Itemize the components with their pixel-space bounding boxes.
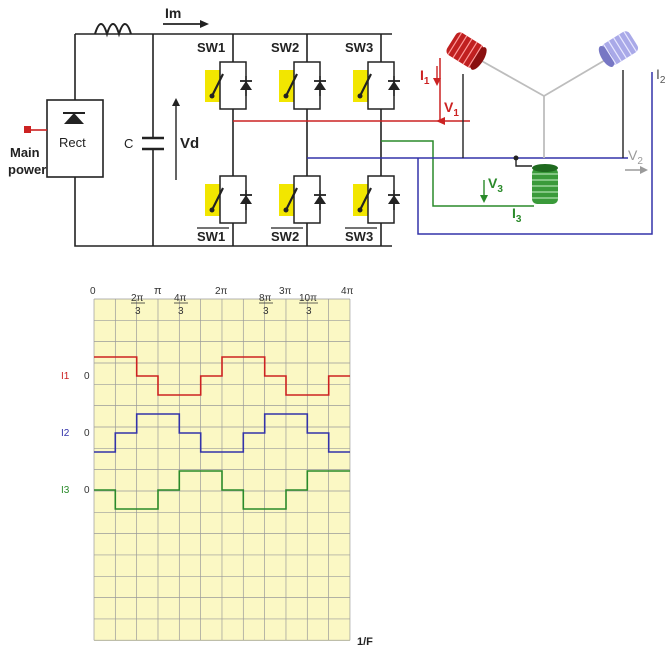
rectifier: Rect <box>46 99 104 178</box>
switch-module-3-bottom <box>353 175 400 224</box>
dc-bus-bottom-wire <box>74 177 392 247</box>
im-label: Im <box>165 5 181 21</box>
sw1-label-bottom: SW1 <box>197 229 225 244</box>
inverter-circuit <box>74 23 392 247</box>
tick-pi: π <box>154 285 162 297</box>
frac-tick-4pi-3: 4π 3 <box>174 293 188 317</box>
main-power-terminal <box>24 126 31 133</box>
vd-label: Vd <box>180 135 199 152</box>
row-zero-i2: 0 <box>84 428 90 439</box>
waveform-grid <box>93 298 351 641</box>
switch-module-2-top <box>279 61 326 110</box>
phase3-output-wire <box>381 140 534 207</box>
v1-label: V1 <box>444 99 459 119</box>
x-axis-label: 1/F <box>357 636 373 648</box>
sw2-label-bottom: SW2 <box>271 229 299 244</box>
phase2-coil <box>598 31 639 67</box>
row-label-i3: I3 <box>61 485 70 496</box>
sw3-label-bottom: SW3 <box>345 229 373 244</box>
frac-tick-numerator: 2π <box>131 293 144 304</box>
capacitor: C <box>124 136 164 151</box>
frac-tick-numerator: 10π <box>299 293 317 304</box>
waveform-trace-i2 <box>94 413 350 453</box>
tick-zero: 0 <box>90 286 96 297</box>
tick-two-pi: 2π <box>215 286 228 297</box>
sw1-label-top: SW1 <box>197 40 225 55</box>
inductor-coil <box>94 23 132 38</box>
frac-tick-2pi-3: 2π 3 <box>131 293 145 317</box>
main-power-label-line1: Main <box>10 145 40 160</box>
switch-module-1-top <box>205 61 252 110</box>
tick-four-pi: 4π <box>341 286 354 297</box>
row-label-i1: I1 <box>61 371 70 382</box>
capacitor-label: C <box>124 136 133 151</box>
tick-three-pi: 3π <box>279 286 292 297</box>
main-power-label-line2: power <box>8 162 46 177</box>
frac-tick-10pi-3: 10π 3 <box>299 293 318 317</box>
waveform-trace-i1 <box>94 356 350 396</box>
phase2-output-wire <box>307 72 653 235</box>
frac-tick-numerator: 8π <box>259 293 272 304</box>
frac-tick-denominator: 3 <box>135 306 141 317</box>
i1-label: I1 <box>420 67 430 87</box>
waveform-trace-i3 <box>94 470 350 510</box>
i2-label: I2 <box>656 66 666 86</box>
switch-module-2-bottom <box>279 175 326 224</box>
row-zero-i3: 0 <box>84 485 90 496</box>
phase3-coil <box>532 164 558 204</box>
row-zero-i1: 0 <box>84 371 90 382</box>
phase3-coil-lead <box>515 158 532 167</box>
switch-modules <box>205 61 400 224</box>
motor-return-wires <box>462 70 624 158</box>
sw3-label-top: SW3 <box>345 40 373 55</box>
leg-wires <box>232 34 382 246</box>
row-label-i2: I2 <box>61 428 70 439</box>
v3-label: V3 <box>488 175 503 195</box>
waveform-traces <box>94 356 350 510</box>
switch-module-1-bottom <box>205 175 252 224</box>
frac-tick-denominator: 3 <box>306 306 312 317</box>
phase1-coil <box>446 32 487 70</box>
phase1-output-wire <box>233 58 441 122</box>
v2-label: V2 <box>628 147 643 167</box>
motor-star <box>479 55 613 158</box>
frac-tick-denominator: 3 <box>178 306 184 317</box>
sw2-label-top: SW2 <box>271 40 299 55</box>
rect-label: Rect <box>59 135 86 150</box>
frac-tick-denominator: 3 <box>263 306 269 317</box>
waveform-chart: 0 π 2π 3π 4π 2π 3 4π 3 8π 3 10π 3 I1 0 I… <box>61 285 373 648</box>
i3-label: I3 <box>512 205 522 225</box>
frac-tick-8pi-3: 8π 3 <box>259 293 273 317</box>
switch-module-3-top <box>353 61 400 110</box>
frac-tick-numerator: 4π <box>174 293 187 304</box>
